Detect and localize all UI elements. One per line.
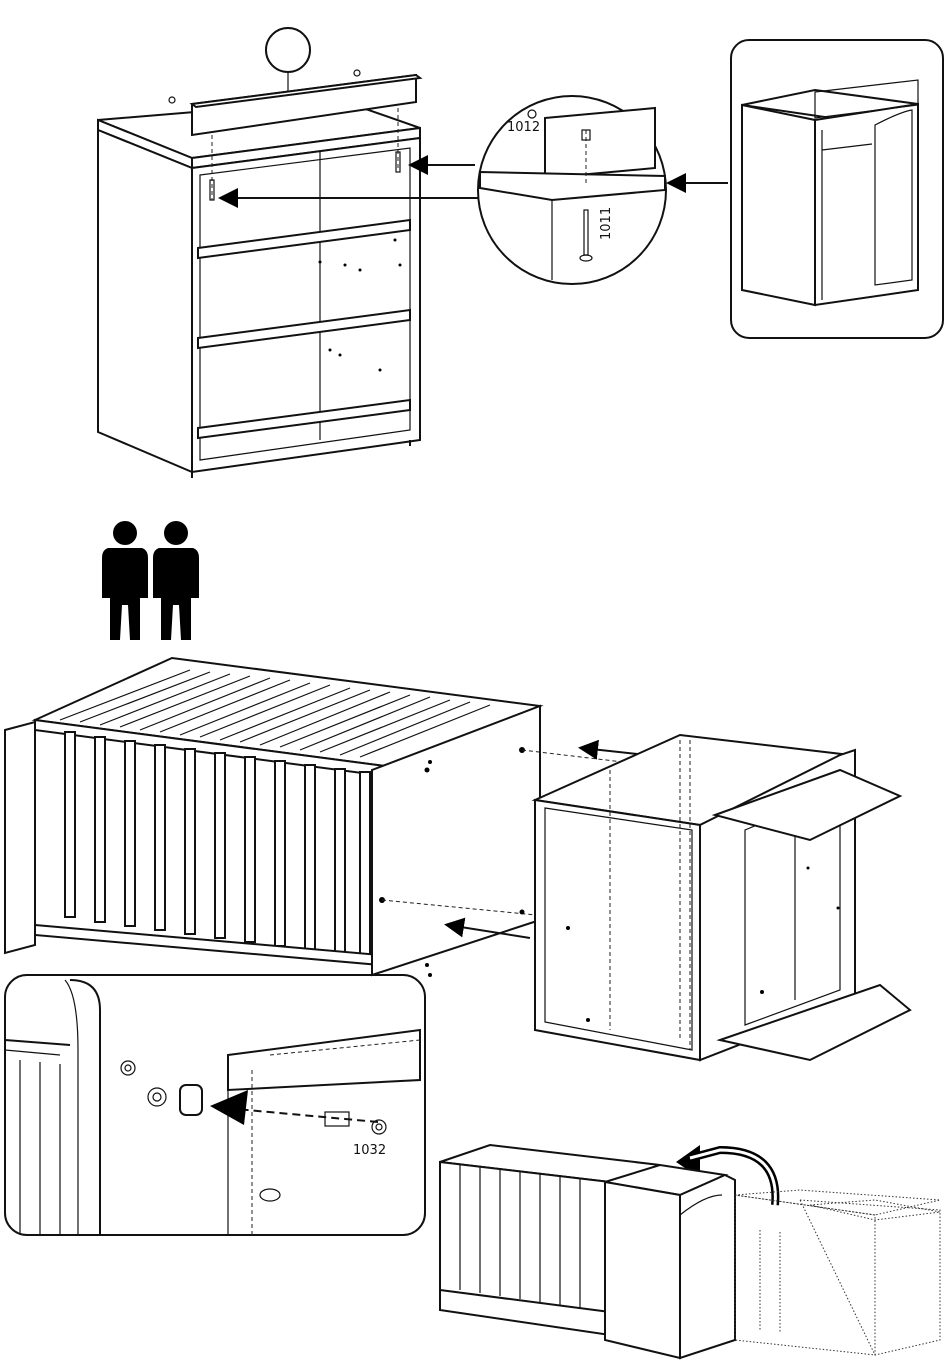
changing-cabinet	[98, 100, 420, 478]
crib-assembly	[5, 658, 540, 977]
part-number-1032: 1032	[353, 1143, 386, 1158]
detail-zoom-circle: 1012 1011	[478, 96, 666, 284]
preview-box-cabinet	[731, 40, 943, 338]
cabinet-side-view	[520, 735, 911, 1060]
finished-cot-preview	[440, 1145, 940, 1358]
two-person-icon	[102, 521, 199, 640]
detail-box-cam-fitting: 1032	[5, 975, 425, 1235]
step-top-cabinet: 1012 1011	[98, 28, 943, 478]
part-number-1011: 1011	[599, 207, 614, 240]
part-number-1012: 1012	[507, 120, 540, 135]
empty-circle-icon	[266, 28, 310, 72]
